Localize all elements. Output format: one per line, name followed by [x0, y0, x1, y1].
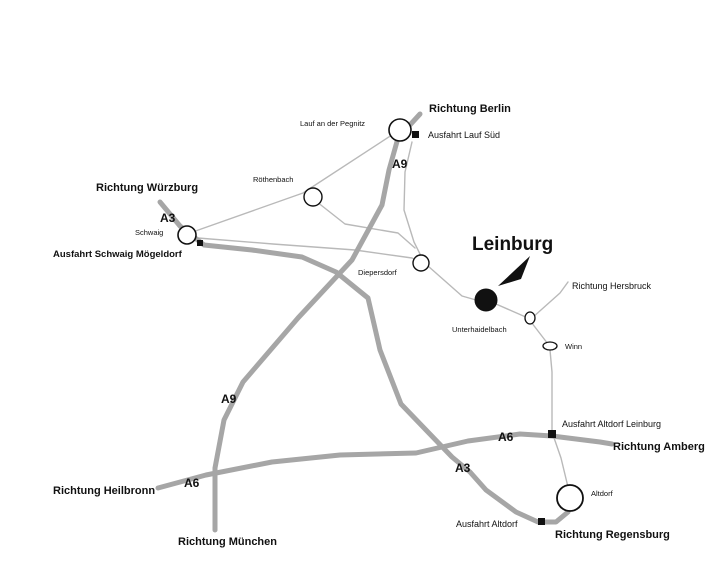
label-richtung-amberg: Richtung Amberg	[613, 441, 705, 453]
label-ausfahrt-altdorf: Ausfahrt Altdorf	[456, 519, 518, 529]
motorway-a9	[212, 111, 423, 533]
road-to-hersbruck	[531, 281, 569, 319]
label-richtung-wuerzburg: Richtung Würzburg	[96, 182, 198, 194]
town-circle-schwaig	[177, 225, 197, 245]
motorway-a3	[157, 199, 571, 525]
label-a3-south: A3	[455, 461, 471, 475]
label-a9-south: A9	[221, 392, 237, 406]
label-ausfahrt-altdorf-leinburg: Ausfahrt Altdorf Leinburg	[562, 419, 661, 429]
exit-square-altdorf-leinburg	[548, 430, 556, 438]
label-town-schwaig: Schwaig	[135, 228, 163, 237]
label-a6-east: A6	[498, 430, 514, 444]
label-leinburg: Leinburg	[472, 234, 553, 255]
town-circle-altdorf	[556, 484, 584, 512]
label-town-altdorf: Altdorf	[591, 489, 614, 498]
town-circle-roethenbach	[303, 187, 323, 207]
label-town-roethenbach: Röthenbach	[253, 175, 293, 184]
exit-square-altdorf	[538, 518, 545, 525]
town-circle-winn	[542, 341, 558, 351]
label-ausfahrt-lauf-sued: Ausfahrt Lauf Süd	[428, 130, 500, 140]
town-circle-unterhaidelbach	[524, 311, 536, 325]
road-schwaig-lauf	[186, 130, 399, 235]
exit-markers	[197, 131, 556, 525]
town-circle-lauf	[388, 118, 412, 142]
label-a6-west: A6	[184, 476, 200, 490]
label-town-diepersdorf: Diepersdorf	[358, 268, 398, 277]
town-markers	[177, 118, 584, 512]
road-lauf-diepersdorf	[403, 141, 422, 257]
label-town-unterhaidelbach: Unterhaidelbach	[452, 325, 507, 334]
motorway-a6	[155, 431, 615, 491]
exit-square-lauf	[412, 131, 419, 138]
label-richtung-berlin: Richtung Berlin	[429, 103, 511, 115]
label-richtung-regensburg: Richtung Regensburg	[555, 529, 670, 541]
leinburg-pointer-icon	[498, 256, 530, 286]
label-ausfahrt-schwaig: Ausfahrt Schwaig Mögeldorf	[53, 249, 183, 260]
label-a3-north: A3	[160, 211, 176, 225]
label-richtung-hersbruck: Richtung Hersbruck	[572, 281, 652, 291]
town-circle-leinburg	[474, 288, 498, 312]
town-circle-diepersdorf	[412, 254, 430, 272]
exit-square-schwaig	[197, 240, 203, 246]
label-richtung-muenchen: Richtung München	[178, 536, 277, 548]
label-a9-north: A9	[392, 157, 408, 171]
label-richtung-heilbronn: Richtung Heilbronn	[53, 485, 155, 497]
road-diepersdorf-leinburg	[427, 265, 477, 301]
motorways	[155, 111, 615, 533]
label-town-lauf: Lauf an der Pegnitz	[300, 119, 365, 128]
label-town-winn: Winn	[565, 342, 582, 351]
